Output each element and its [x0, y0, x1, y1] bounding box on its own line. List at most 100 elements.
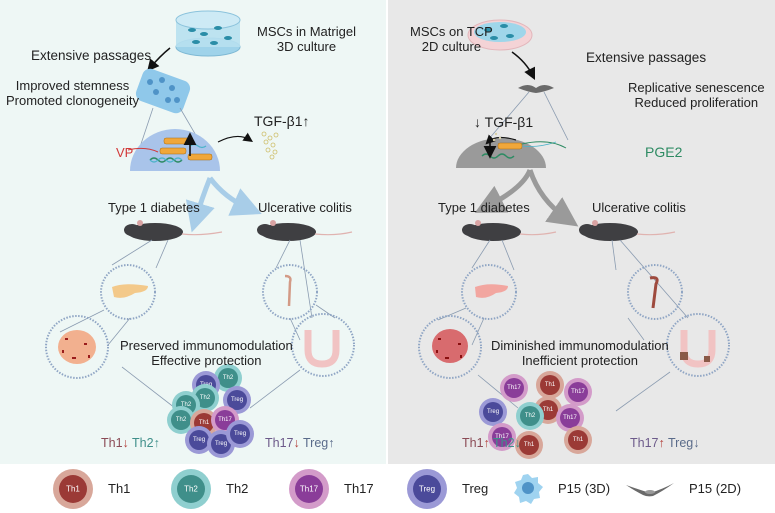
outcome-line-1: Preserved immunomodulation	[120, 338, 293, 353]
ratio-treg: Treg	[303, 436, 329, 450]
left-panel-illustration: Th2TregTh2TregTh2Th2Th1Th17TregTregTreg	[45, 10, 355, 458]
svg-text:Th17: Th17	[300, 484, 319, 493]
islet-zoom-circle	[45, 315, 109, 379]
p15-2d-cell-icon	[626, 482, 674, 496]
vp-label: VP	[116, 145, 134, 160]
cluster-cell-th1: Th1	[515, 431, 543, 459]
passages-label-right: Extensive passages	[586, 50, 707, 65]
ratio-th17: Th17	[630, 436, 659, 450]
culture-label-line-2: 3D culture	[276, 39, 337, 54]
svg-text:Th2: Th2	[184, 484, 198, 493]
tgf-beta1-particles	[261, 131, 279, 160]
islet-damaged-icon	[432, 329, 468, 363]
phenotype-line-2: Promoted clonogeneity	[6, 93, 139, 108]
ratio-th17: Th17	[265, 436, 294, 450]
svg-text:Th17: Th17	[495, 434, 509, 440]
svg-text:Th17: Th17	[563, 415, 577, 421]
svg-text:Treg: Treg	[234, 431, 246, 437]
disease-label-uc-right: Ulcerative colitis	[592, 200, 686, 215]
culture-label-2d: MSCs on TCP 2D culture	[410, 24, 493, 54]
svg-text:Th17: Th17	[571, 389, 585, 395]
legend-label: Th2	[226, 481, 249, 496]
svg-text:Treg: Treg	[231, 397, 243, 403]
outcome-label-left: Preserved immunomodulation Effective pro…	[120, 338, 293, 368]
tgf-text: TGF-β1	[254, 113, 303, 129]
cluster-cell-treg: Treg	[479, 398, 507, 426]
matrigel-dish-icon	[175, 10, 241, 57]
phenotype-line-1: Replicative senescence	[628, 80, 765, 95]
legend: Th1 Th1 Th2 Th2 Th17 Th17 Treg Treg P15 …	[0, 464, 775, 513]
ratio-treg: Treg	[668, 436, 694, 450]
th17-down-arrow-icon: ↓	[293, 436, 300, 450]
cluster-cell-th2: Th2	[516, 402, 544, 430]
th2-down-arrow-icon: ↓	[514, 436, 521, 450]
svg-text:Th2: Th2	[181, 402, 192, 408]
left-panel-3d-culture: Th2TregTh2TregTh2Th2Th1Th17TregTregTreg …	[0, 0, 386, 464]
tgf-down-arrow-icon: ↓	[474, 114, 481, 130]
svg-text:Treg: Treg	[487, 409, 499, 415]
colon-inflamed-icon	[649, 276, 659, 309]
mouse-t1d-icon	[124, 220, 223, 241]
legend-item-th1: Th1 Th1	[52, 464, 130, 513]
svg-text:Th2: Th2	[223, 375, 234, 381]
colon-zoom-circle	[262, 264, 318, 320]
nucleus-2d	[456, 138, 567, 168]
svg-text:Th2: Th2	[176, 417, 187, 423]
p15-3d-cell-icon	[514, 473, 543, 504]
pancreas-healthy-icon	[112, 284, 148, 298]
mouse-uc-icon-right	[579, 220, 676, 241]
tgf-up-arrow-icon: ↑	[302, 113, 310, 129]
svg-text:Th17: Th17	[218, 417, 232, 423]
th1-up-arrow-icon: ↑	[483, 436, 490, 450]
culture-label-line-2: 2D culture	[421, 39, 482, 54]
colon-zoom-circle-right	[627, 264, 683, 320]
th17-cell-icon: Th17	[289, 468, 329, 509]
phenotype-label-left: Improved stemness Promoted clonogeneity	[6, 78, 139, 108]
legend-label: Th17	[344, 481, 374, 496]
th1-th2-ratio-left: Th1↓ Th2↑	[101, 436, 160, 450]
th17-up-arrow-icon: ↑	[658, 436, 665, 450]
ratio-th2: Th2	[132, 436, 154, 450]
legend-label: Th1	[108, 481, 131, 496]
th1-th2-ratio-right: Th1↑ Th2↓	[462, 436, 521, 450]
culture-label-3d: MSCs in Matrigel 3D culture	[257, 24, 356, 54]
svg-text:Th1: Th1	[543, 407, 554, 413]
th1-cell-icon: Th1	[53, 468, 93, 509]
svg-text:Th17: Th17	[507, 385, 521, 391]
islet-preserved-icon	[58, 330, 96, 364]
tgf-text: TGF-β1	[484, 114, 534, 130]
p15-3d-spheroid-icon	[135, 68, 191, 114]
svg-text:Th1: Th1	[66, 484, 80, 493]
legend-item-p15-2d: P15 (2D)	[625, 464, 741, 513]
cluster-cell-th17: Th17	[500, 374, 528, 402]
treg-cell-icon: Treg	[407, 468, 447, 509]
pancreas-zoom-circle	[100, 264, 156, 320]
svg-text:Th1: Th1	[573, 437, 584, 443]
treg-down-arrow-icon: ↓	[693, 436, 700, 450]
cluster-cell-treg: Treg	[185, 426, 213, 454]
th17-treg-ratio-right: Th17↑ Treg↓	[630, 436, 700, 450]
outcome-line-2: Inefficient protection	[521, 353, 638, 368]
cluster-cell-treg: Treg	[226, 420, 254, 448]
outcome-line-1: Diminished immunomodulation	[491, 338, 669, 353]
legend-label: P15 (3D)	[558, 481, 611, 496]
cluster-cell-th17: Th17	[556, 404, 584, 432]
legend-item-treg: Treg Treg	[406, 464, 488, 513]
cluster-cell-th17: Th17	[564, 378, 592, 406]
legend-item-th2: Th2 Th2	[170, 464, 248, 513]
pge2-label: PGE2	[645, 144, 683, 160]
svg-text:Th1: Th1	[545, 382, 556, 388]
pancreas-zoom-circle-right	[461, 264, 517, 320]
svg-text:Treg: Treg	[193, 437, 205, 443]
svg-text:Th1: Th1	[524, 442, 535, 448]
svg-text:Th2: Th2	[200, 395, 211, 401]
colon-section-zoom-circle-right	[666, 313, 730, 377]
th2-up-arrow-icon: ↑	[153, 436, 160, 450]
cluster-cell-th1: Th1	[536, 371, 564, 399]
treg-up-arrow-icon: ↑	[328, 436, 335, 450]
p15-2d-senescent-cell-icon	[518, 85, 554, 93]
outcome-label-right: Diminished immunomodulation Inefficient …	[491, 338, 669, 368]
